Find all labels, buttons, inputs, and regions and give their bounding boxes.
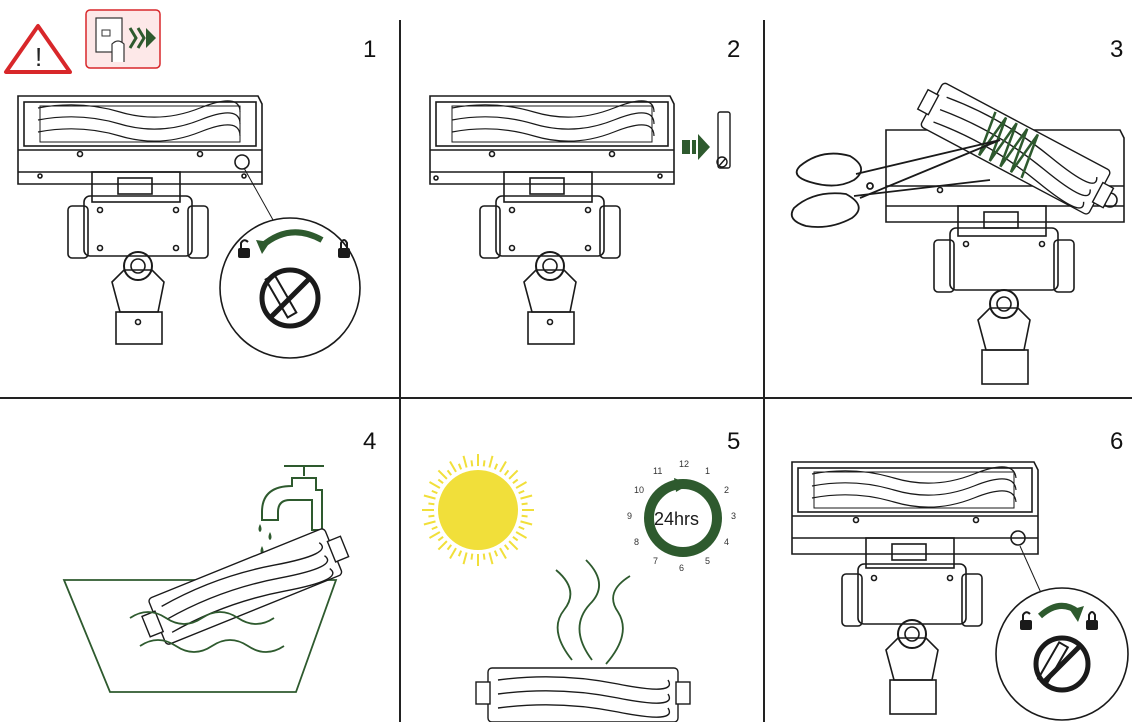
instruction-sheet: 1 2 3 4 5 6 !: [0, 0, 1132, 722]
panel-6-illustration: [0, 0, 1132, 722]
